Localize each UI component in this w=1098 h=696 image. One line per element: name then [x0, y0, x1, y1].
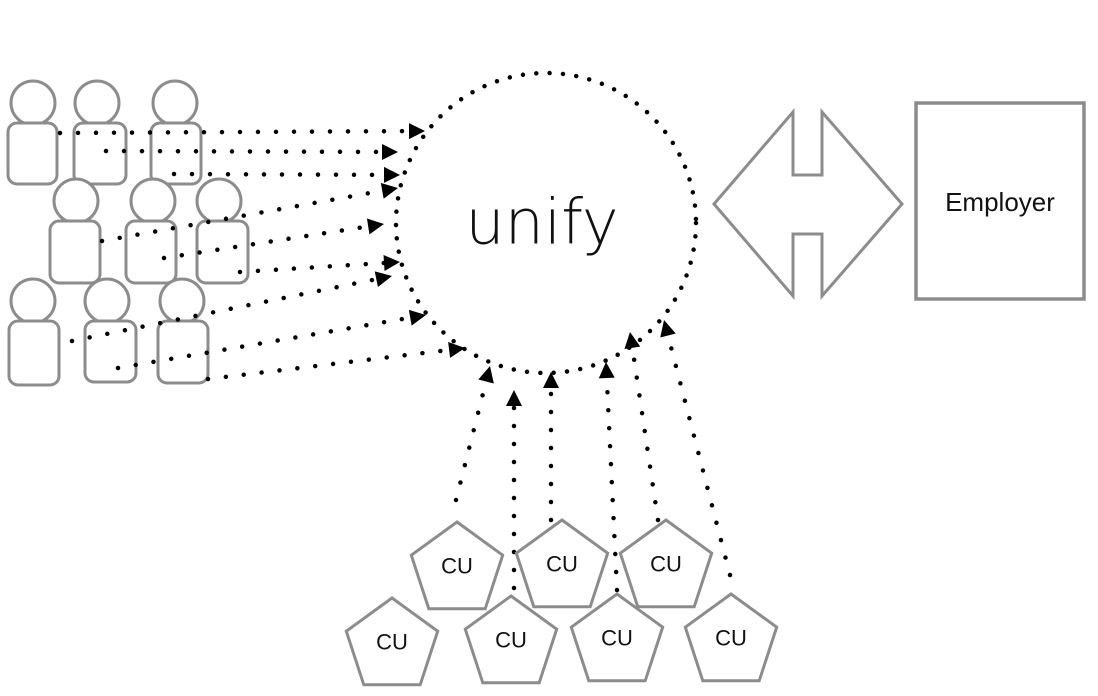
- unify-hub: unify: [393, 70, 699, 376]
- person-head: [195, 177, 243, 225]
- credit-union-label: CU: [650, 552, 682, 577]
- arrowhead-icon: [478, 366, 494, 384]
- arrowhead-icon: [660, 320, 676, 338]
- credit-union-label: CU: [495, 628, 527, 653]
- pentagon-icon: [409, 520, 505, 611]
- person-body: [149, 121, 203, 186]
- person-icon: [6, 79, 59, 186]
- dotted-connector: [161, 224, 371, 261]
- arrowhead-icon: [624, 332, 641, 350]
- connectors-group: [57, 123, 733, 593]
- dotted-connector: [205, 347, 452, 382]
- pentagon-icon: [683, 592, 779, 683]
- person-head: [9, 277, 57, 325]
- person-icon: [124, 177, 178, 285]
- arrowhead-icon: [383, 166, 400, 183]
- person-icon: [72, 79, 128, 186]
- person-head: [129, 177, 177, 225]
- person-head: [83, 277, 131, 325]
- pentagon-icon: [569, 592, 665, 683]
- person-icon: [149, 79, 203, 186]
- dotted-connector: [604, 375, 620, 593]
- employer-label: Employer: [945, 187, 1055, 217]
- exchange-arrow-shape: [712, 107, 904, 301]
- credit-union-label: CU: [441, 554, 473, 579]
- person-body: [83, 319, 138, 384]
- dotted-connector: [57, 128, 412, 136]
- arrowhead-icon: [366, 218, 384, 235]
- arrowhead-icon: [380, 182, 398, 199]
- person-body: [124, 219, 178, 285]
- person-icon: [83, 277, 138, 384]
- person-icon: [7, 277, 61, 387]
- dotted-connector: [453, 379, 489, 503]
- arrowhead-icon: [506, 390, 522, 406]
- arrowhead-icon: [381, 143, 398, 160]
- hub-dotted-ring: [393, 70, 699, 376]
- person-body: [72, 121, 128, 186]
- person-icon: [195, 177, 250, 285]
- person-head: [73, 79, 121, 127]
- person-body: [6, 121, 59, 186]
- dotted-connector: [630, 345, 661, 523]
- members-group: [6, 79, 250, 387]
- credit-union-node: CU: [514, 518, 610, 609]
- person-icon: [156, 277, 210, 385]
- person-body: [48, 219, 102, 285]
- credit-union-node: CU: [409, 520, 505, 611]
- person-body: [195, 219, 250, 285]
- person-body: [7, 319, 61, 387]
- dotted-connector: [171, 171, 387, 178]
- employer-node: Employer: [914, 101, 1086, 301]
- credit-union-node: CU: [344, 596, 440, 687]
- person-body: [156, 319, 210, 385]
- dotted-connector: [237, 260, 387, 275]
- person-head: [9, 79, 57, 127]
- pentagon-icon: [344, 596, 440, 687]
- credit-union-node: CU: [683, 592, 779, 683]
- pentagon-icon: [514, 518, 610, 609]
- pentagon-icon: [463, 594, 559, 685]
- credit-union-label: CU: [601, 626, 633, 651]
- credit-union-label: CU: [376, 630, 408, 655]
- dotted-connector: [99, 188, 385, 244]
- arrowhead-icon: [408, 309, 426, 326]
- dotted-connector: [69, 276, 379, 344]
- credit-unions-group: CU CU CU CU CU CU CU: [344, 518, 779, 687]
- dotted-connector: [103, 148, 385, 155]
- pentagon-icon: [618, 518, 714, 609]
- arrowhead-icon: [408, 123, 425, 140]
- arrowhead-icon: [374, 271, 392, 288]
- credit-union-node: CU: [569, 592, 665, 683]
- arrowhead-icon: [448, 341, 465, 358]
- person-head: [52, 177, 100, 225]
- credit-union-node: CU: [618, 518, 714, 609]
- double-headed-arrow-icon: [712, 107, 904, 301]
- arrowhead-icon: [598, 362, 615, 379]
- employer-box: [914, 101, 1086, 301]
- arrowhead-icon: [543, 372, 559, 388]
- person-icon: [48, 177, 102, 285]
- credit-union-node: CU: [463, 594, 559, 685]
- hub-label: unify: [465, 186, 618, 259]
- arrowhead-icon: [383, 255, 400, 271]
- credit-union-label: CU: [715, 626, 747, 651]
- person-head: [151, 79, 199, 127]
- credit-union-label: CU: [546, 552, 578, 577]
